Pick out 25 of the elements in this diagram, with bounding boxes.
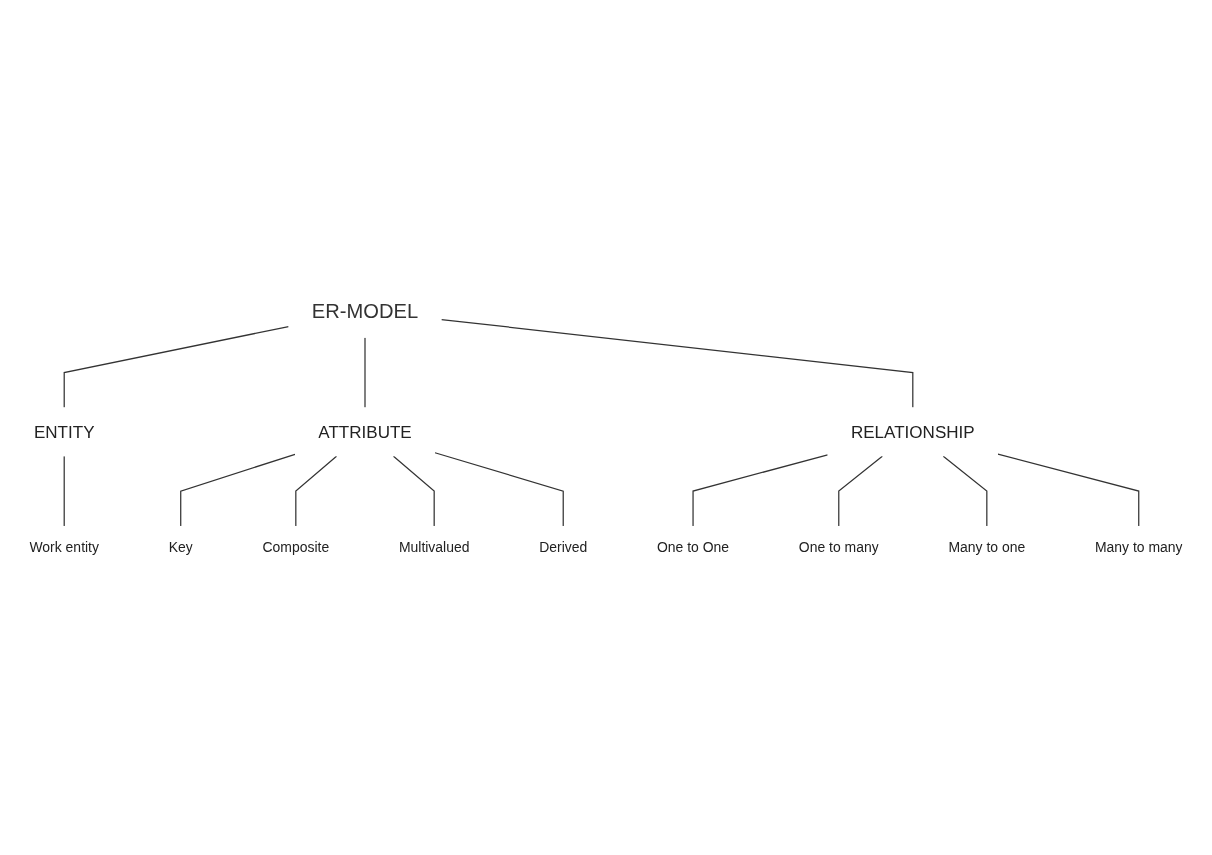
connector [63,455,65,527]
connector [434,452,564,527]
node-text: One to many [798,540,879,556]
connector [997,453,1140,527]
connector [942,455,988,527]
node-text: Many to one [948,540,1026,556]
connector [692,454,829,527]
connector [364,337,366,409]
node-text: One to One [657,540,730,556]
node-text: ER-MODEL [311,299,419,323]
node-text: Multivalued [398,540,470,556]
connector [440,319,914,409]
connector [838,455,883,527]
node-text: Key [168,540,193,556]
connector [295,455,338,527]
connector [63,326,290,409]
connector [392,455,435,527]
node-text: Work entity [29,540,99,556]
node-text: Derived [539,540,588,556]
node-text: RELATIONSHIP [850,422,975,442]
connector [180,454,296,527]
node-text: ENTITY [33,422,95,442]
node-text: Composite [262,540,330,556]
node-text: Many to many [1094,540,1183,556]
node-text: ATTRIBUTE [318,422,412,442]
